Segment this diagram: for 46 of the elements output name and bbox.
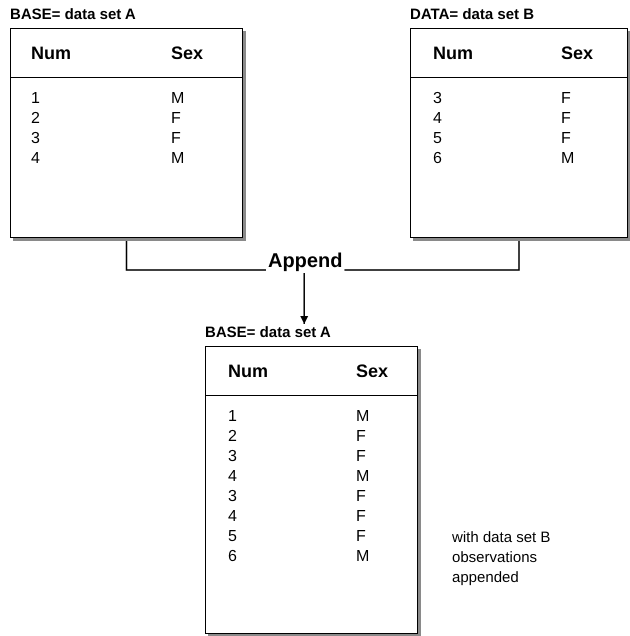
table-cell: 1 xyxy=(31,89,40,109)
table-cell: M xyxy=(561,149,574,169)
table-cell: M xyxy=(171,149,184,169)
table-cell: F xyxy=(356,507,366,527)
column-header: Sex xyxy=(561,43,594,63)
table-cell: 2 xyxy=(228,427,237,447)
table-cell: 4 xyxy=(228,467,237,487)
column-header: Sex xyxy=(356,361,388,381)
table-cell: 6 xyxy=(228,547,237,567)
table-cell: 4 xyxy=(433,109,442,129)
table-cell: 3 xyxy=(31,129,40,149)
table-cell: 3 xyxy=(228,487,237,507)
table-cell: 3 xyxy=(228,447,237,467)
table-cell: F xyxy=(561,109,571,129)
table-cell: 1 xyxy=(228,407,237,427)
connector-line xyxy=(344,239,520,271)
column-header: Sex xyxy=(171,43,204,63)
table-cell: F xyxy=(171,129,181,149)
table-cell: F xyxy=(356,447,366,467)
table-cell: F xyxy=(356,527,366,547)
table-cell: M xyxy=(356,467,370,487)
table-cell: 6 xyxy=(433,149,442,169)
column-header: Num xyxy=(228,361,268,381)
side-note: with data set B observations appended xyxy=(452,528,552,588)
table-cell: 3 xyxy=(433,89,442,109)
connector-line xyxy=(126,239,266,271)
column-header: Num xyxy=(31,43,71,63)
table-title: DATA= data set B xyxy=(410,6,534,23)
arrow xyxy=(300,273,308,324)
table-cell: M xyxy=(356,407,370,427)
operation-label: Append xyxy=(268,250,342,273)
table-cell: F xyxy=(561,129,571,149)
table-cell: M xyxy=(171,89,184,109)
table-cell: F xyxy=(561,89,571,109)
table-cell: 4 xyxy=(228,507,237,527)
table-cell: F xyxy=(356,427,366,447)
table-cell: 5 xyxy=(228,527,237,547)
table-cell: F xyxy=(356,487,366,507)
table-cell: F xyxy=(171,109,181,129)
table-title: BASE= data set A xyxy=(205,324,331,341)
table-cell: M xyxy=(356,547,370,567)
table-title: BASE= data set A xyxy=(10,6,136,23)
table-cell: 4 xyxy=(31,149,40,169)
table-cell: 2 xyxy=(31,109,40,129)
column-header: Num xyxy=(433,43,473,63)
table-cell: 5 xyxy=(433,129,442,149)
